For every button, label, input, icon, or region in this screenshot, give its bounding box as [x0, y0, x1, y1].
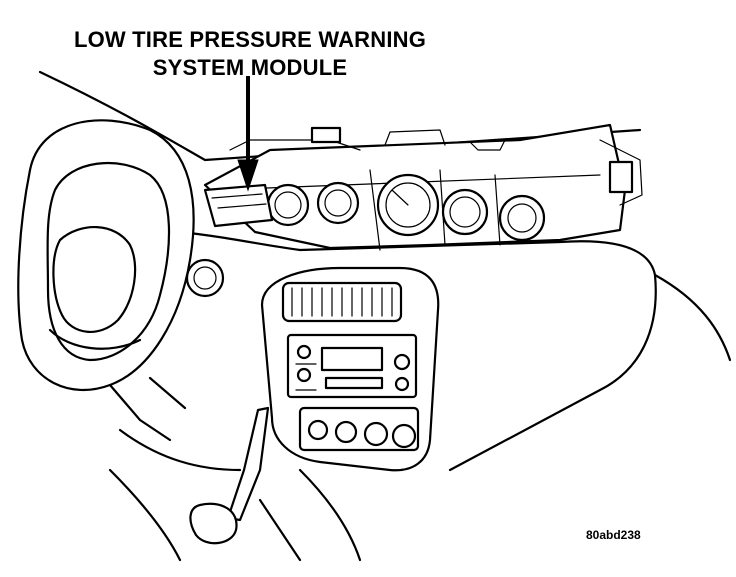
hvac-controls: [298, 406, 420, 452]
low-tire-pressure-warning-module: [203, 183, 274, 228]
gauge-left: [266, 183, 310, 227]
floor-console-outline: [108, 428, 362, 562]
cassette-slot: [324, 376, 384, 390]
steering-wheel: [17, 119, 195, 392]
steering-wheel-hub: [52, 226, 137, 334]
callout-label: LOW TIRE PRESSURE WARNING SYSTEM MODULE: [40, 26, 460, 82]
callout-arrow: [237, 76, 259, 192]
steering-column: [108, 376, 187, 442]
hvac-knob-2: [334, 420, 358, 444]
left-air-vent: [185, 258, 225, 298]
figure-code: 80abd238: [586, 528, 641, 542]
gauge-second: [316, 181, 360, 225]
hvac-knob-4: [391, 423, 417, 449]
radio-display: [320, 346, 384, 372]
callout-line-1: LOW TIRE PRESSURE WARNING: [73, 27, 427, 52]
center-console: [260, 266, 440, 472]
gauge-right: [498, 194, 546, 242]
hvac-knob-1: [307, 419, 329, 441]
gear-shifter: [189, 406, 270, 545]
hvac-knob-3: [363, 421, 389, 447]
callout-line-2: SYSTEM MODULE: [152, 55, 348, 80]
dash-lower-outline: [158, 228, 657, 472]
instrument-cluster: [203, 123, 643, 251]
